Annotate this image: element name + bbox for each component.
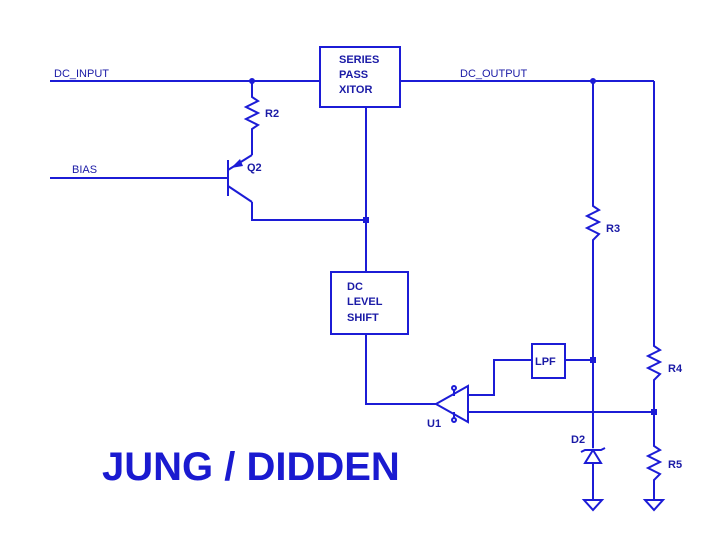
net-label-bias: BIAS (72, 164, 97, 176)
zener-d2-triangle (583, 448, 603, 464)
series-pass-line3: XITOR (339, 84, 372, 96)
ground-icon (581, 499, 605, 512)
zener-d2-bar (580, 447, 606, 453)
net-label-dc-output: DC_OUTPUT (460, 68, 528, 80)
label-r4: R4 (668, 363, 683, 375)
opamp-u1-pin-dot (451, 385, 457, 391)
transistor-q2-collector (227, 185, 253, 203)
label-r2: R2 (265, 108, 279, 120)
resistor-r4 (645, 81, 663, 412)
series-pass-block (319, 46, 401, 108)
resistor-r5 (645, 412, 663, 500)
level-shift-line3: SHIFT (347, 312, 379, 324)
net-label-dc-input: DC_INPUT (54, 68, 109, 80)
label-r5: R5 (668, 459, 682, 471)
level-shift-line1: DC (347, 281, 363, 293)
label-r3: R3 (606, 223, 620, 235)
label-u1: U1 (427, 418, 441, 430)
opamp-u1-pin-dot (451, 417, 457, 423)
opamp-u1 (433, 384, 469, 424)
wire-q2-collector (251, 202, 366, 221)
junction-dot (363, 217, 369, 223)
ground-icon (642, 499, 666, 512)
resistor-r3 (584, 81, 602, 448)
series-pass-line1: SERIES (339, 54, 379, 66)
diagram-title: JUNG / DIDDEN (102, 445, 400, 489)
series-pass-line2: PASS (339, 69, 368, 81)
wire-u1-to-lpf (468, 359, 532, 396)
level-shift-block (330, 271, 409, 335)
arrow-icon (231, 159, 243, 168)
lpf-label: LPF (535, 356, 556, 368)
label-d2: D2 (571, 434, 585, 446)
wire-level-shift-to-u1 (365, 334, 436, 405)
label-q2: Q2 (247, 162, 262, 174)
level-shift-line2: LEVEL (347, 296, 383, 308)
resistor-r2 (243, 81, 261, 143)
